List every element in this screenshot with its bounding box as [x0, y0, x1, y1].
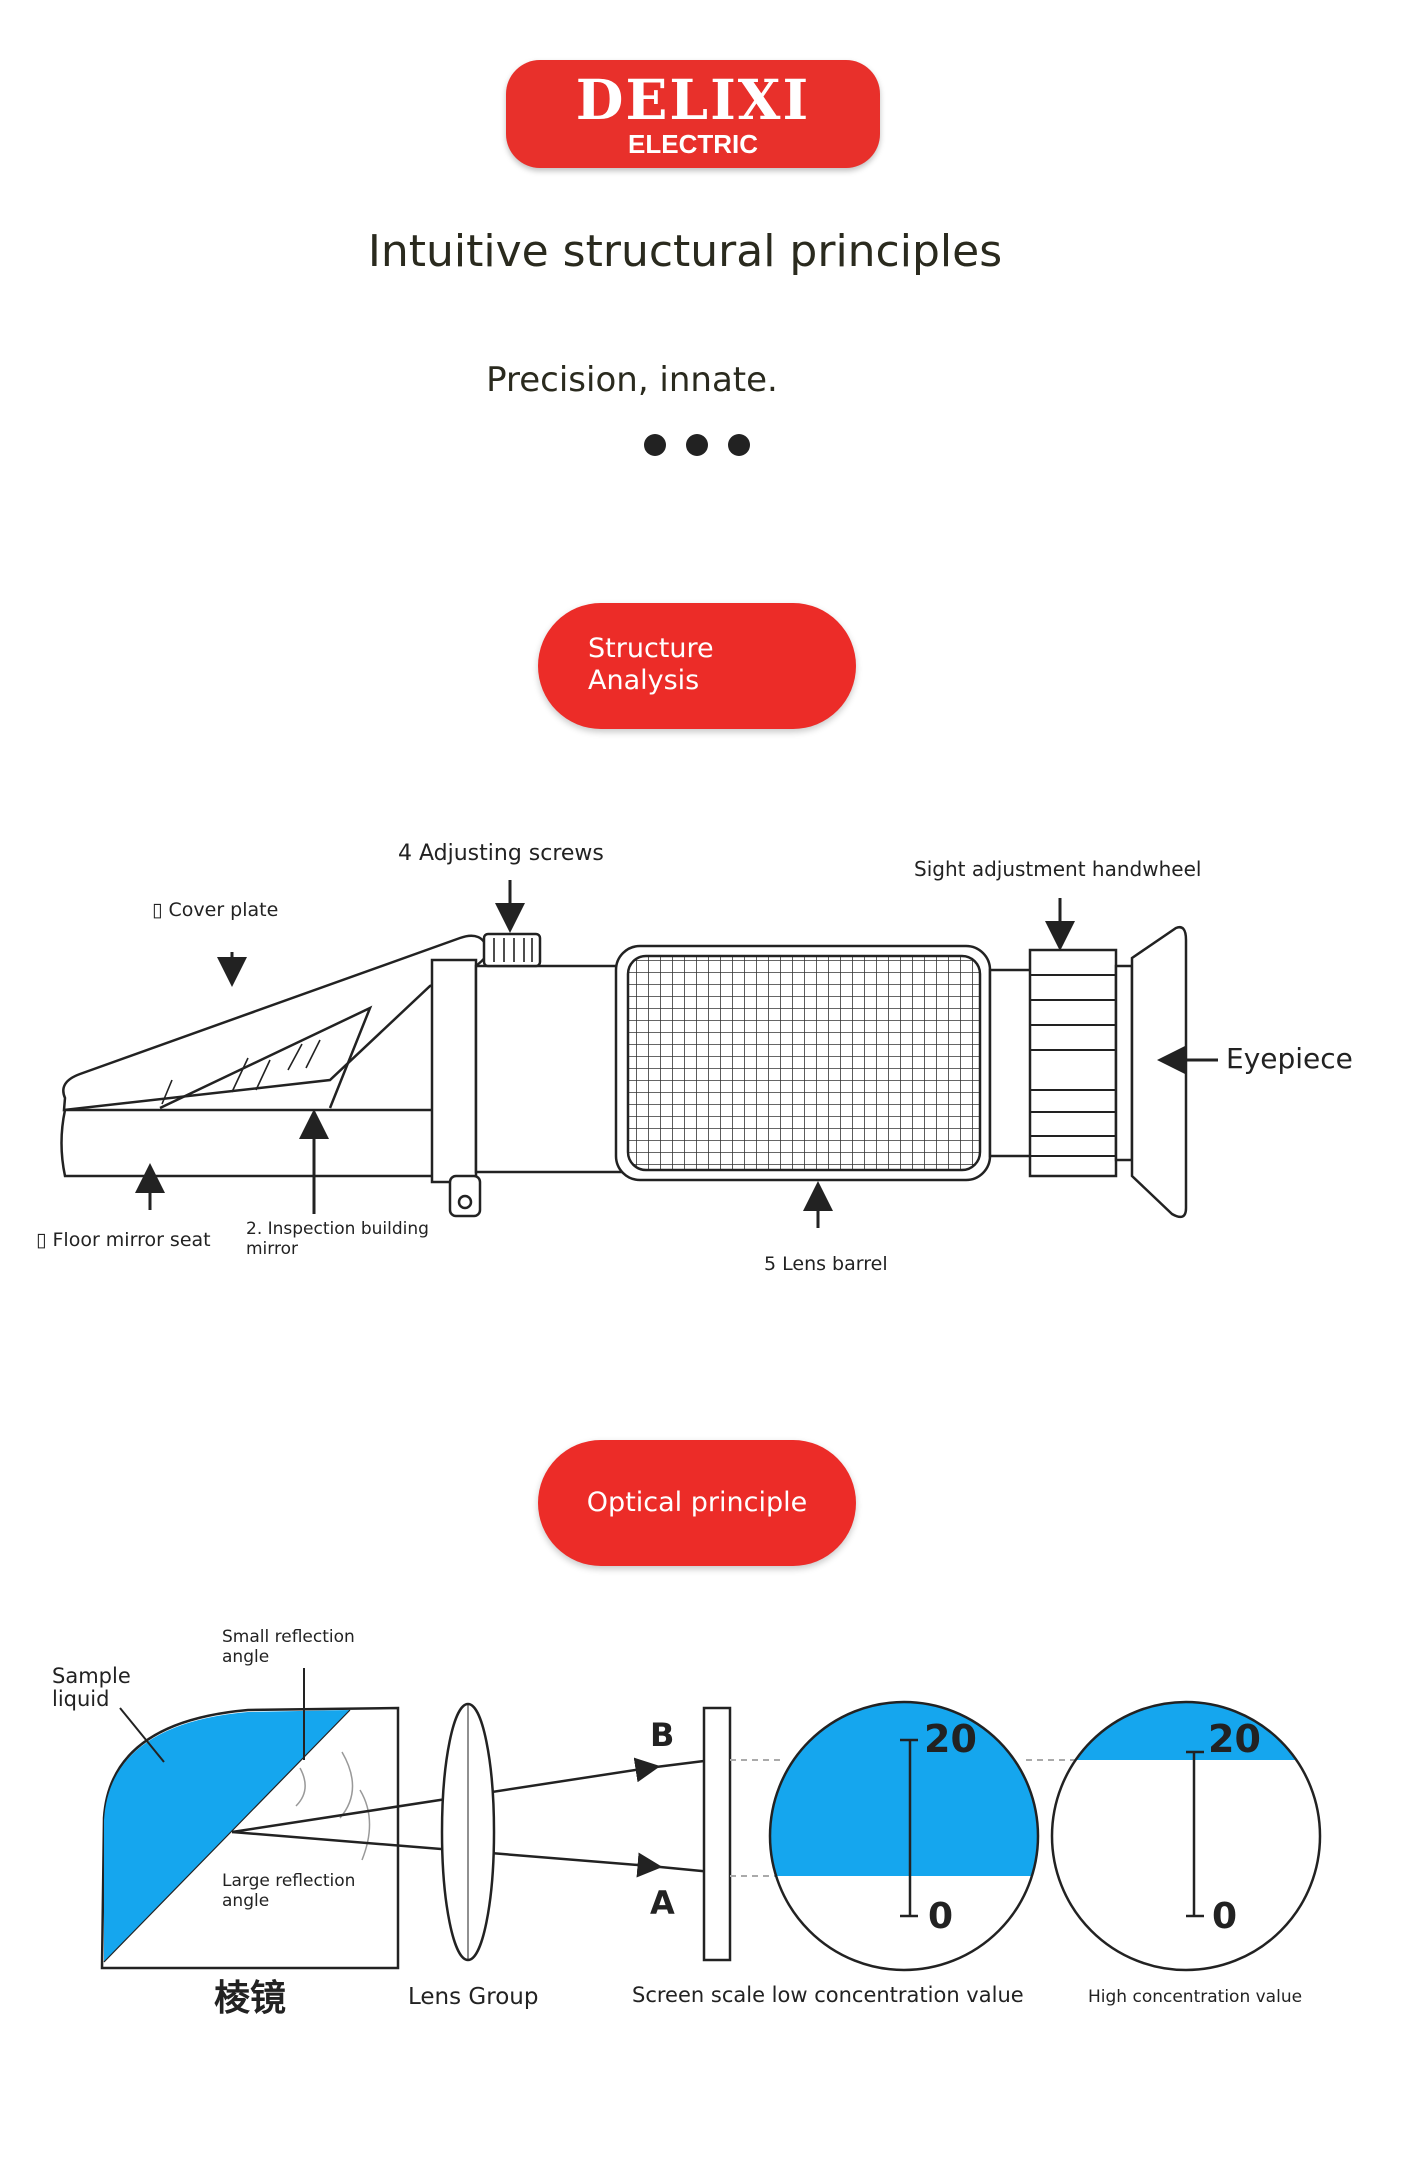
label-lens-group: Lens Group — [408, 1984, 538, 2010]
page-subtitle: Precision, innate. — [486, 360, 778, 400]
label-lens-barrel: 5 Lens barrel — [764, 1253, 888, 1275]
label-large-angle-line2: angle — [222, 1891, 269, 1911]
caption-high-concentration: High concentration value — [1088, 1987, 1302, 2007]
label-sight-handwheel: Sight adjustment handwheel — [914, 857, 1201, 881]
structure-arrows — [135, 880, 1218, 1228]
scale-bottom-low: 0 — [928, 1896, 953, 1937]
label-ray-a: A — [650, 1884, 675, 1922]
dot-icon — [728, 434, 750, 456]
label-small-angle-line1: Small reflection — [222, 1627, 355, 1647]
label-inspection-line1: 2. Inspection building — [246, 1219, 429, 1239]
page-title: Intuitive structural principles — [367, 226, 1003, 277]
brand-logo: DELIXI ELECTRIC — [506, 60, 880, 168]
label-small-angle-line2: angle — [222, 1647, 269, 1667]
dot-icon — [686, 434, 708, 456]
dots-decoration — [640, 434, 760, 462]
optical-principle-badge: Optical principle — [538, 1440, 856, 1566]
label-eyepiece: Eyepiece — [1226, 1042, 1353, 1075]
structure-analysis-badge: Structure Analysis — [538, 603, 856, 729]
low-concentration-fill — [770, 1702, 1038, 1876]
label-sample-line1: Sample — [52, 1664, 131, 1688]
refractometer-drawing — [60, 926, 1188, 1219]
label-ray-b: B — [650, 1716, 674, 1754]
label-large-angle-line1: Large reflection — [222, 1871, 355, 1891]
label-sample-line2: liquid — [52, 1687, 109, 1711]
logo-subtitle: ELECTRIC — [628, 129, 758, 159]
label-prism: 棱镜 — [214, 1978, 286, 2019]
label-floor-mirror: ▯ Floor mirror seat — [36, 1229, 211, 1251]
structure-analysis-label: Structure Analysis — [588, 633, 714, 696]
caption-low-concentration: Screen scale low concentration value — [632, 1983, 1024, 2007]
optical-diagram — [100, 1668, 1322, 1972]
label-cover-plate: ▯ Cover plate — [152, 899, 278, 921]
dot-icon — [644, 434, 666, 456]
scale-top-high: 20 — [1208, 1717, 1261, 1761]
scale-top-low: 20 — [924, 1717, 977, 1761]
logo-wordmark: DELIXI — [575, 67, 811, 132]
label-adjusting-screws: 4 Adjusting screws — [398, 841, 604, 866]
label-inspection-line2: mirror — [246, 1239, 298, 1259]
optical-principle-label: Optical principle — [586, 1487, 808, 1518]
scale-bottom-high: 0 — [1212, 1896, 1237, 1937]
